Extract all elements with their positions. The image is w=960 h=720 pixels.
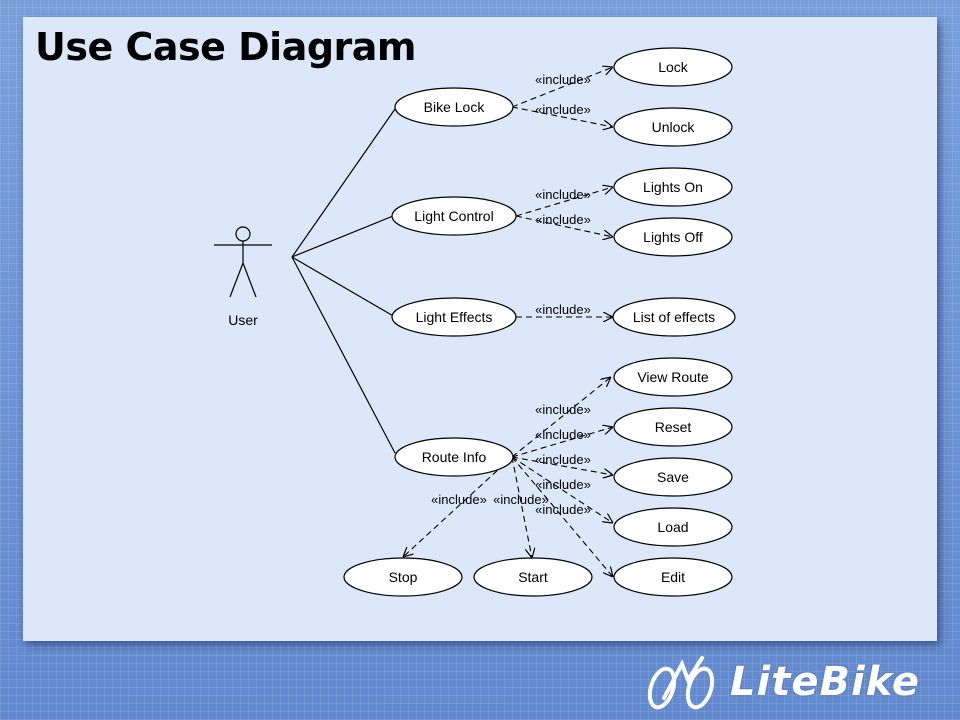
include-lights-off (515, 215, 613, 237)
use-case-lock: Lock (613, 47, 733, 87)
stereotype-label: «include» (535, 102, 591, 117)
litebike-logo: LiteBike (642, 650, 942, 716)
include-view-route (511, 377, 611, 458)
include-unlock (511, 106, 613, 127)
association-light-control (291, 215, 394, 258)
stereotype-label: «include» (535, 427, 591, 442)
stereotype-label: «include» (493, 492, 549, 507)
use-case-save: Save (613, 457, 733, 497)
associations (291, 108, 396, 454)
use-case-ellipse (613, 217, 733, 257)
use-case-ellipse (391, 297, 517, 337)
use-case-ellipse (394, 437, 514, 477)
use-case-diagram: User «include» «include» (214, 47, 736, 597)
use-case-label: Light Effects (416, 309, 493, 325)
use-case-label: List of effects (633, 309, 715, 325)
association-light-effects (291, 256, 396, 318)
stereotype-label: «include» (431, 492, 487, 507)
use-case-label: Route Info (422, 449, 487, 465)
actor-leg-right (242, 262, 257, 298)
stereotype-label: «include» (535, 212, 591, 227)
use-case-label: Reset (655, 419, 692, 435)
use-case-edit: Edit (613, 557, 733, 597)
use-case-label: Stop (389, 569, 418, 585)
use-case-label: Save (657, 469, 689, 485)
use-case-ellipse (613, 357, 733, 397)
use-case-ellipse (391, 196, 517, 236)
use-case-ellipse (343, 557, 463, 597)
actor-head (235, 226, 251, 242)
actor-label: User (228, 312, 258, 328)
use-case-start: Start (473, 557, 593, 597)
use-case-ellipse (613, 407, 733, 447)
stereotype-label: «include» (535, 72, 591, 87)
include-lock (511, 67, 613, 108)
stereotype-label: «include» (535, 477, 591, 492)
include-stop (403, 456, 513, 557)
use-case-ellipse (613, 107, 733, 147)
include-save (511, 456, 613, 475)
include-edit (511, 456, 613, 577)
use-case-list-of-effects: List of effects (612, 297, 736, 337)
use-case-label: Unlock (652, 119, 696, 135)
include-load (511, 456, 613, 523)
include-reset (511, 427, 613, 458)
use-case-label: Load (657, 519, 688, 535)
use-case-label: Edit (661, 569, 685, 585)
use-case-label: Lights On (643, 179, 703, 195)
use-case-light-effects: Light Effects (391, 297, 517, 337)
use-case-label: Lights Off (643, 229, 703, 245)
include-lights-on (515, 187, 613, 217)
use-case-ellipse (612, 297, 736, 337)
stereotype-label: «include» (535, 452, 591, 467)
use-case-light-control: Light Control (391, 196, 517, 236)
use-case-unlock: Unlock (613, 107, 733, 147)
use-case-route-info: Route Info (394, 437, 514, 477)
use-case-ellipse (613, 507, 733, 547)
stereotype-label: «include» (535, 187, 591, 202)
association-bike-lock (291, 108, 396, 258)
slide: User «include» «include» (23, 17, 937, 641)
use-case-ellipse (613, 47, 733, 87)
actor-user: User (214, 226, 272, 328)
use-case-label: Lock (658, 59, 689, 75)
bike-logo-icon (647, 656, 715, 710)
association-route-info (291, 256, 396, 454)
use-case-ellipse (613, 167, 733, 207)
include-dependencies (403, 67, 613, 577)
stereotype-labels: «include» «include» «include» «include» … (431, 72, 591, 517)
use-case-label: Light Control (414, 208, 493, 224)
stereotype-label: «include» (535, 502, 591, 517)
logo-wordmark: LiteBike (730, 659, 920, 705)
use-case-ellipse (613, 557, 733, 597)
use-case-ellipse (394, 87, 514, 127)
use-case-label: Start (518, 569, 548, 585)
use-case-label: Bike Lock (424, 99, 486, 115)
use-case-stop: Stop (343, 557, 463, 597)
include-start (511, 456, 532, 558)
use-case-lights-on: Lights On (613, 167, 733, 207)
slide-title: Use Case Diagram (35, 25, 417, 69)
use-case-ellipse (473, 557, 593, 597)
stereotype-label: «include» (535, 302, 591, 317)
use-case-label: View Route (637, 369, 709, 385)
stereotype-label: «include» (535, 402, 591, 417)
actor-leg-left (229, 262, 244, 298)
use-case-bike-lock: Bike Lock (394, 87, 514, 127)
use-case-reset: Reset (613, 407, 733, 447)
use-case-ellipse (613, 457, 733, 497)
use-case-load: Load (613, 507, 733, 547)
use-case-view-route: View Route (613, 357, 733, 397)
use-case-lights-off: Lights Off (613, 217, 733, 257)
